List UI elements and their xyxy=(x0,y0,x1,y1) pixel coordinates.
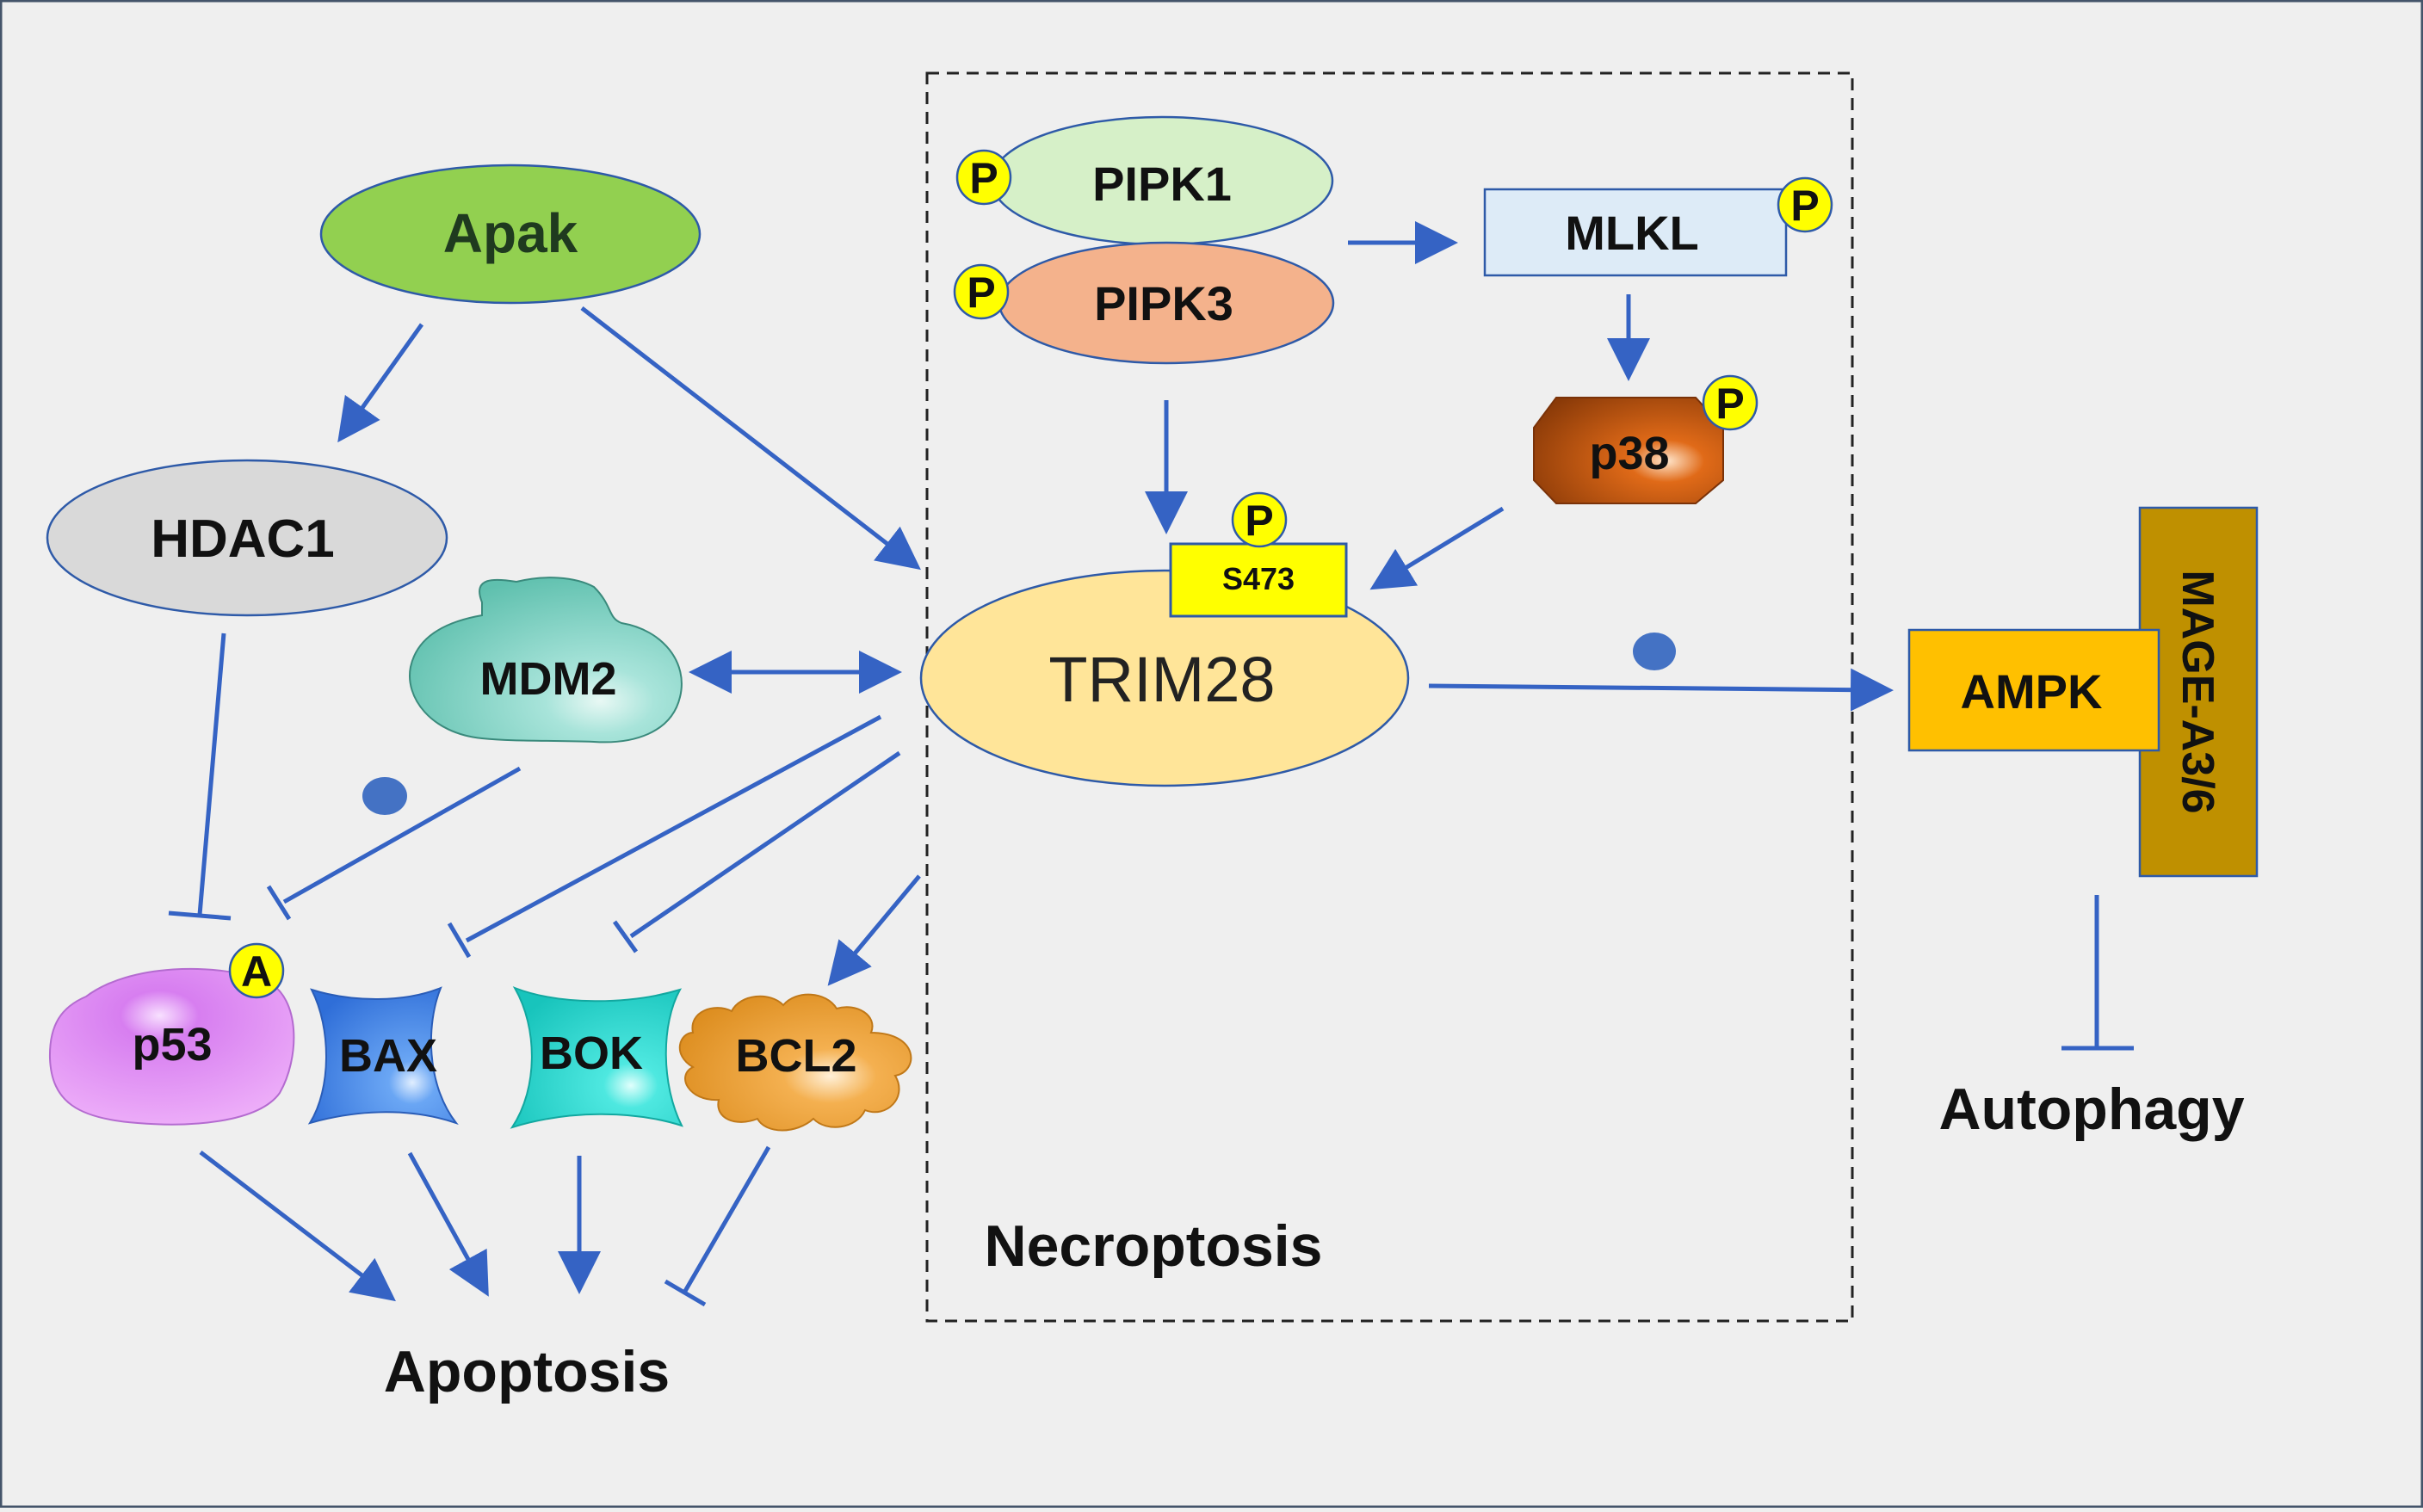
edge-trim28-bcl2 xyxy=(827,874,921,986)
node-ampk: AMPK xyxy=(1907,628,2160,752)
node-p38: p38 xyxy=(1533,397,1724,504)
edge-p38-trim28 xyxy=(1369,506,1505,590)
bcl2-label: BCL2 xyxy=(735,1030,856,1082)
svg-text:P: P xyxy=(1715,380,1744,428)
node-hdac1: HDAC1 xyxy=(46,459,448,617)
node-trim28: TRIM28 xyxy=(919,569,1410,787)
pipk3-label: PIPK3 xyxy=(1094,276,1233,330)
svg-text:P: P xyxy=(969,154,998,202)
ubiquitin-dot-mdm2 xyxy=(362,777,407,815)
node-pipk3: PIPK3 xyxy=(998,241,1335,365)
phospho-badge-pipk3: P xyxy=(953,263,1010,320)
site-s473: S473 xyxy=(1169,542,1348,618)
bok-label: BOK xyxy=(540,1028,643,1079)
svg-text:P: P xyxy=(967,268,995,317)
apoptosis-label: Apoptosis xyxy=(384,1339,670,1404)
edge-apak-trim28 xyxy=(580,306,921,571)
svg-text:P: P xyxy=(1245,497,1273,545)
node-p53: p53 xyxy=(48,967,295,1126)
edge-p53-apoptosis xyxy=(199,1151,396,1302)
inhibit-bar-trim28-bok xyxy=(612,920,639,953)
edge-hdac1-p53 xyxy=(197,633,226,916)
edge-bax-apoptosis xyxy=(407,1151,489,1297)
hdac1-label: HDAC1 xyxy=(151,509,335,569)
autophagy-label: Autophagy xyxy=(1938,1077,2244,1142)
inhibit-bar-hdac1-p53 xyxy=(168,910,232,921)
apak-label: Apak xyxy=(443,202,578,264)
pipk1-label: PIPK1 xyxy=(1092,157,1232,211)
svg-text:A: A xyxy=(241,947,272,996)
mage-label: MAGE-A3/6 xyxy=(2173,570,2222,813)
mdm2-label: MDM2 xyxy=(480,653,617,705)
edge-trim28-bax xyxy=(465,714,882,943)
node-apak: Apak xyxy=(319,164,702,305)
mlkl-label: MLKL xyxy=(1565,206,1699,260)
edge-trim28-bok xyxy=(629,750,901,939)
acetyl-badge-p53: A xyxy=(228,942,285,999)
p53-label: p53 xyxy=(132,1019,212,1071)
svg-text:P: P xyxy=(1790,182,1819,230)
p38-label: p38 xyxy=(1589,428,1669,479)
ampk-label: AMPK xyxy=(1961,664,2103,719)
node-bok: BOK xyxy=(510,986,683,1129)
node-mlkl: MLKL xyxy=(1483,188,1788,277)
edges xyxy=(168,221,2134,1307)
inhibit-bar-trim28-bax xyxy=(447,922,472,959)
phospho-badge-pipk1: P xyxy=(955,149,1012,206)
node-bcl2: BCL2 xyxy=(678,993,912,1132)
phospho-badge-mlkl: P xyxy=(1777,176,1833,233)
phospho-badge-p38: P xyxy=(1702,374,1759,431)
node-bax: BAX xyxy=(307,986,459,1126)
ubiquitin-dot-trim28 xyxy=(1633,633,1676,670)
node-mdm2: MDM2 xyxy=(409,577,683,744)
s473-label: S473 xyxy=(1222,561,1295,596)
necroptosis-label: Necroptosis xyxy=(985,1213,1323,1279)
edge-mdm2-p53 xyxy=(282,766,522,904)
phospho-badge-s473: P xyxy=(1231,491,1288,548)
node-pipk1: PIPK1 xyxy=(990,115,1334,246)
edge-apak-hdac1 xyxy=(337,323,424,443)
edge-bcl2-apoptosis xyxy=(682,1145,771,1294)
edge-trim28-ampk xyxy=(1428,668,1894,712)
trim28-label: TRIM28 xyxy=(1048,644,1275,715)
bax-label: BAX xyxy=(339,1030,437,1082)
inhibit-bar-mdm2-p53 xyxy=(266,885,292,921)
inhibit-bar-bcl2-apoptosis xyxy=(664,1279,707,1307)
